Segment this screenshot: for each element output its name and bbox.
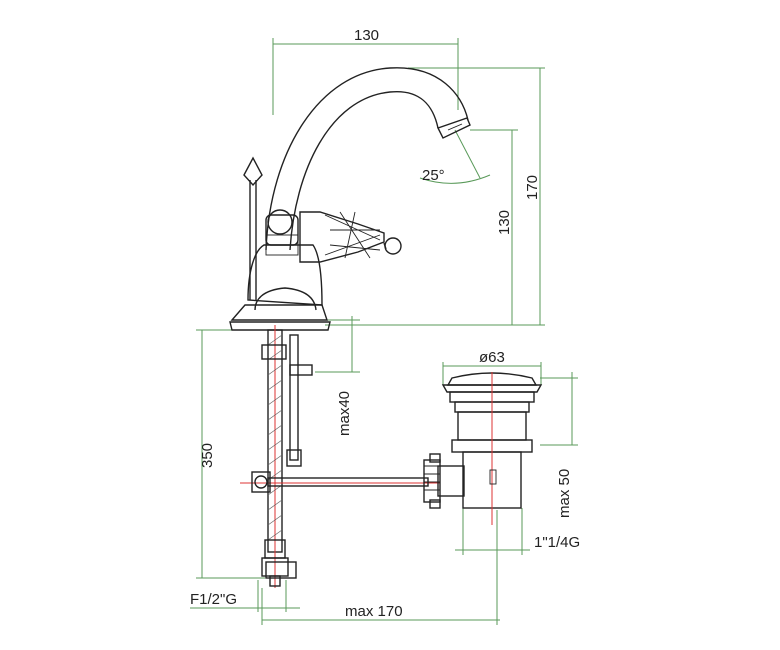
dim-spout-height: 130 — [496, 210, 513, 235]
popup-rod — [240, 471, 440, 493]
dim-max-deck: max40 — [336, 391, 353, 436]
dim-spout-angle: 25° — [422, 167, 445, 184]
dim-max-drain: max 50 — [556, 469, 573, 518]
handle-crystal — [299, 211, 402, 263]
supply-hoses — [261, 325, 313, 588]
dim-drain-thread: 1"1/4G — [534, 534, 580, 551]
dim-hose-length: 350 — [199, 443, 216, 468]
dim-total-height: 170 — [524, 175, 541, 200]
faucet-body — [229, 67, 471, 331]
dim-drain-diameter: ø63 — [479, 349, 505, 366]
dim-supply-thread: F1/2"G — [190, 591, 237, 608]
dimension-labels: 130 170 130 25° ø63 max40 max 50 350 1"1… — [190, 27, 580, 620]
dim-spout-reach: 130 — [354, 27, 379, 44]
dim-max-drain-reach: max 170 — [345, 603, 403, 620]
drain-assembly — [423, 372, 543, 525]
dimension-lines — [190, 38, 578, 625]
